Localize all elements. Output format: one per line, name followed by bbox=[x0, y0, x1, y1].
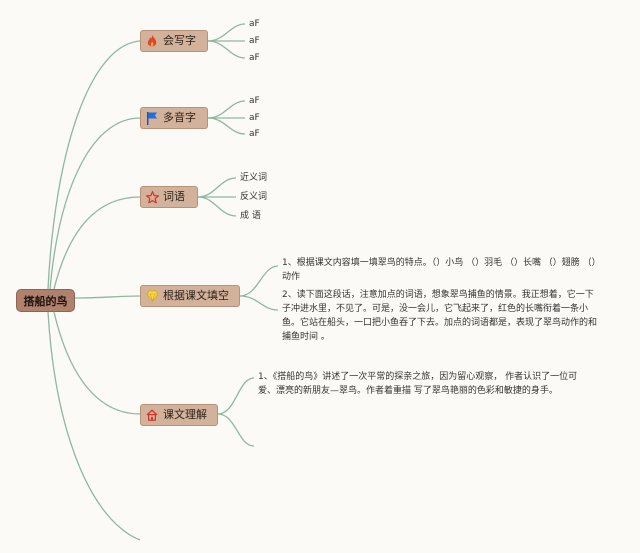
leaf-item: aF bbox=[249, 113, 260, 123]
connector-b3-leaf-3 bbox=[197, 196, 237, 217]
star-icon bbox=[145, 190, 159, 204]
connector-b4-para-2 bbox=[239, 295, 279, 311]
connector-root-branch-1 bbox=[47, 40, 141, 290]
connector-b5-para-1 bbox=[217, 377, 255, 415]
leaf-item: aF bbox=[249, 53, 260, 63]
branch-node-write-chars[interactable]: 会写字 bbox=[140, 30, 208, 52]
connector-b2-leaf-1 bbox=[207, 100, 246, 119]
connector-b3-leaf-1 bbox=[197, 177, 237, 198]
question-text-1: 1、根据课文内容填一填翠鸟的特点。（）小鸟 （）羽毛 （）长嘴 （）翅膀 （）动… bbox=[282, 258, 601, 282]
house-icon bbox=[145, 408, 159, 422]
connector-b2-leaf-3 bbox=[207, 117, 246, 135]
connector-b1-leaf-1 bbox=[207, 23, 246, 42]
fire-icon bbox=[145, 34, 159, 48]
connector-root-branch-6 bbox=[47, 311, 141, 541]
root-node[interactable]: 搭船的鸟 bbox=[16, 289, 75, 312]
connector-root-branch-4 bbox=[74, 295, 141, 299]
leaf-item: 反义词 bbox=[240, 192, 268, 202]
branch-node-fill-in[interactable]: 根据课文填空 bbox=[140, 285, 240, 307]
connector-b5-para-2 bbox=[217, 413, 255, 447]
connector-b4-para-1 bbox=[239, 265, 279, 297]
connector-root-branch-3 bbox=[53, 196, 141, 290]
branch-node-vocabulary[interactable]: 词语 bbox=[140, 186, 198, 208]
leaf-item: 近义词 bbox=[240, 173, 268, 183]
diamond-icon bbox=[145, 289, 159, 303]
leaf-item: 成 语 bbox=[240, 211, 261, 221]
connector-b1-leaf-3 bbox=[207, 40, 246, 59]
flag-icon bbox=[145, 111, 159, 125]
branch-node-polyphones[interactable]: 多音字 bbox=[140, 107, 208, 129]
leaf-item: aF bbox=[249, 36, 260, 46]
comprehension-text-1: 1、《搭船的鸟》讲述了一次平常的探亲之旅，因为留心观察， 作者认识了一位可爱、漂… bbox=[258, 372, 578, 396]
connector-root-branch-2 bbox=[49, 117, 141, 290]
leaf-item: aF bbox=[249, 19, 260, 29]
leaf-item: aF bbox=[249, 96, 260, 106]
branch-node-comprehension[interactable]: 课文理解 bbox=[140, 404, 218, 426]
connector-root-branch-5 bbox=[53, 311, 141, 415]
question-text-2: 2、读下面这段话，注意加点的词语，想象翠鸟捕鱼的情景。我正想着，它一下子冲进水里… bbox=[282, 290, 598, 342]
leaf-item: aF bbox=[249, 129, 260, 139]
